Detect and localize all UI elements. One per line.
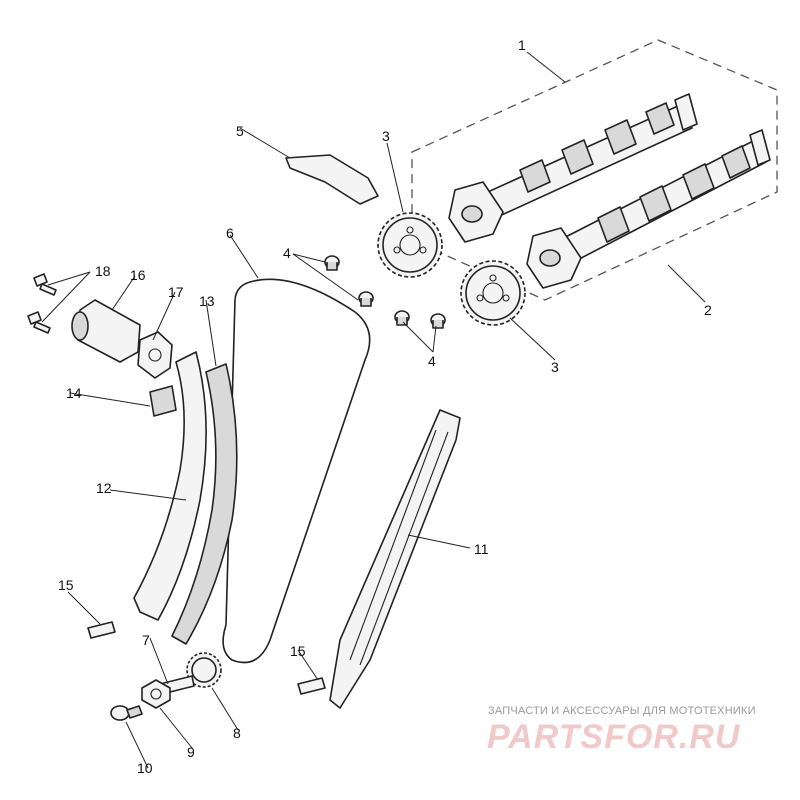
callout-4-upper: 4 — [283, 245, 291, 261]
callout-13: 13 — [199, 293, 215, 309]
watermark-brand: PARTSFOR.RU — [487, 718, 741, 756]
tensioner-gasket — [137, 331, 173, 379]
chain-guide-top — [285, 154, 379, 205]
callout-1: 1 — [518, 37, 526, 53]
callout-16: 16 — [130, 267, 146, 283]
callout-7: 7 — [142, 632, 150, 648]
leader-lines — [41, 51, 706, 769]
retaining-bolt — [110, 705, 143, 721]
callout-9: 9 — [187, 744, 195, 760]
callout-4-lower: 4 — [428, 353, 436, 369]
callout-8: 8 — [233, 725, 241, 741]
dowel-pin-right — [297, 677, 326, 695]
timing-chain — [222, 278, 371, 664]
callout-3-lower: 3 — [551, 359, 559, 375]
crank-sprocket — [186, 652, 222, 688]
callout-18: 18 — [95, 263, 111, 279]
callout-3-upper: 3 — [382, 128, 390, 144]
callout-6: 6 — [226, 225, 234, 241]
chain-tensioner — [71, 299, 141, 363]
callout-5: 5 — [236, 123, 244, 139]
chain-guide-right — [329, 409, 461, 709]
callout-2: 2 — [704, 302, 712, 318]
tensioner-blade — [133, 351, 207, 621]
tensioner-pad — [149, 385, 177, 417]
callout-labels: 1 2 3 3 4 4 5 6 7 8 9 10 11 12 13 14 15 … — [58, 37, 712, 776]
tensioner-bolts — [27, 273, 57, 334]
callout-15-left: 15 — [58, 577, 74, 593]
sprocket-bolts — [324, 255, 446, 329]
dowel-pin-left — [87, 621, 116, 639]
callout-11: 11 — [474, 541, 489, 557]
cam-sprocket-lower — [460, 260, 526, 326]
camshaft-upper — [448, 93, 698, 243]
callout-14: 14 — [66, 385, 82, 401]
callout-17: 17 — [168, 284, 184, 300]
callout-15-right: 15 — [290, 643, 306, 659]
watermark-tagline: ЗАПЧАСТИ И АКСЕССУАРЫ ДЛЯ МОТОТЕХНИКИ — [488, 705, 756, 717]
callout-12: 12 — [96, 480, 112, 496]
callout-10: 10 — [137, 760, 153, 776]
guide-rail — [171, 363, 238, 645]
hex-nut — [141, 679, 171, 709]
cam-sprocket-upper — [377, 212, 443, 278]
camshaft-lower — [526, 129, 771, 289]
